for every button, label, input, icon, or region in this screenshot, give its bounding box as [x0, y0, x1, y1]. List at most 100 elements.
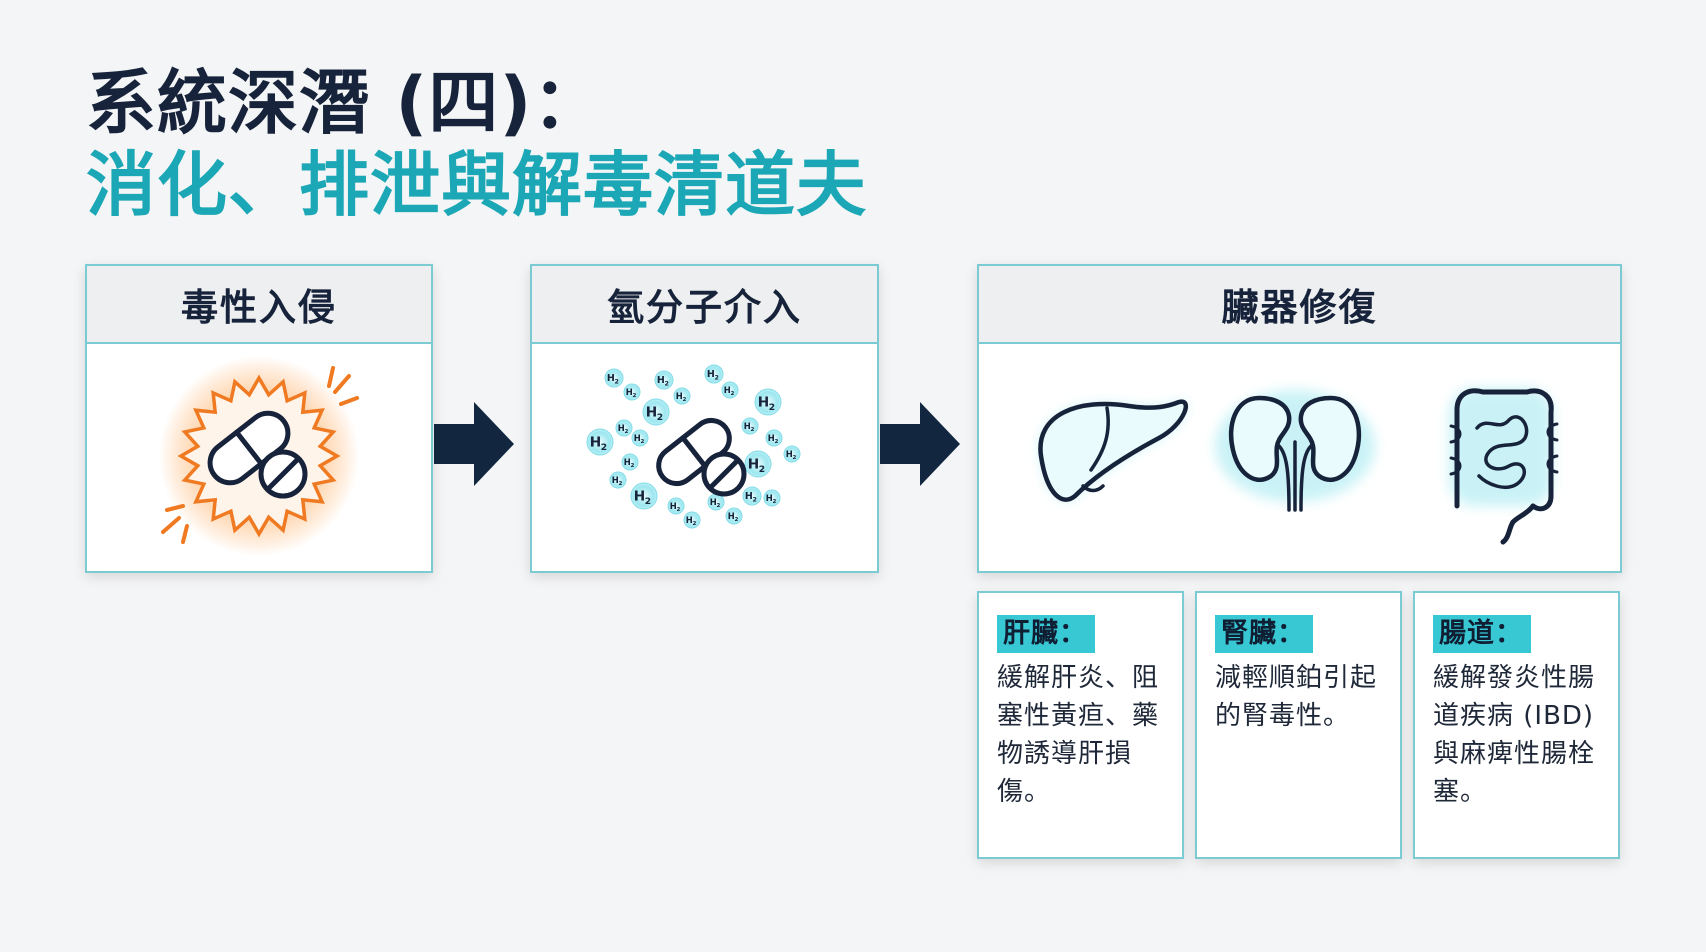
detail-text: 減輕順鉑引起的腎毒性。 — [1215, 663, 1378, 731]
h2-molecule-bubble — [621, 453, 639, 471]
h2-subscript: 2 — [730, 391, 734, 397]
h2-molecule-bubble — [725, 507, 743, 525]
detail-card-liver: 肝臟： 緩解肝炎、阻塞性黃疸、藥物誘導肝損傷。 — [977, 591, 1184, 859]
h2-label: H — [618, 423, 625, 433]
h2-subscript: 2 — [630, 463, 634, 469]
slide-title: 系統深潛 (四)： 消化、排泄與解毒清道夫 — [86, 62, 867, 226]
h2-molecule-bubble — [615, 419, 633, 437]
stage-label: 毒性入侵 — [87, 266, 431, 344]
h2-label: H — [724, 385, 731, 395]
h2-label: H — [748, 457, 759, 473]
h2-label: H — [634, 433, 641, 443]
h2-label: H — [786, 449, 793, 459]
h2-molecule-bubble — [765, 429, 783, 447]
h2-subscript: 2 — [624, 429, 628, 435]
stage-toxic-invasion: 毒性入侵 — [85, 264, 433, 573]
h2-label: H — [607, 373, 615, 384]
h2-label: H — [728, 511, 735, 521]
h2-molecule-bubble — [744, 450, 772, 478]
stage-illustration — [87, 346, 431, 571]
h2-subscript: 2 — [615, 378, 619, 385]
h2-label: H — [670, 501, 677, 511]
h2-subscript: 2 — [772, 499, 776, 505]
liver-icon — [1038, 399, 1189, 502]
detail-card-intestine: 腸道： 緩解發炎性腸道疾病 (IBD) 與麻痺性腸栓塞。 — [1413, 591, 1620, 859]
h2-label: H — [590, 435, 601, 451]
h2-subscript: 2 — [682, 397, 686, 403]
h2-label: H — [657, 375, 665, 386]
h2-label: H — [676, 391, 683, 401]
h2-molecule-bubble — [683, 511, 701, 529]
h2-label: H — [758, 395, 769, 411]
toxic-pill-burst-icon — [159, 356, 359, 556]
stage-label: 臟器修復 — [979, 266, 1620, 344]
h2-label: H — [707, 369, 715, 380]
stage-organ-repair: 臟器修復 — [977, 264, 1622, 573]
h2-molecule-bubble — [642, 398, 670, 426]
h2-molecule-bubble — [604, 368, 624, 388]
h2-molecule-bubble — [623, 383, 641, 401]
h2-label: H — [612, 475, 619, 485]
flow-arrow-1 — [434, 402, 514, 486]
h2-molecule-bubble — [586, 428, 614, 456]
h2-subscript: 2 — [769, 403, 775, 413]
h2-molecule-bubble — [763, 489, 781, 507]
h2-molecule-bubble — [741, 417, 759, 435]
detail-text: 緩解發炎性腸道疾病 (IBD) 與麻痺性腸栓塞。 — [1433, 663, 1596, 807]
h2-label: H — [626, 387, 633, 397]
h2-molecule-bubble — [609, 471, 627, 489]
h2-subscript: 2 — [601, 443, 607, 453]
h2-molecule-bubble — [654, 370, 674, 390]
h2-subscript: 2 — [774, 439, 778, 445]
h2-subscript: 2 — [759, 465, 765, 475]
h2-molecule-bubble — [783, 445, 801, 463]
h2-label: H — [766, 493, 773, 503]
h2-subscript: 2 — [632, 393, 636, 399]
h2-subscript: 2 — [640, 439, 644, 445]
h2-label: H — [624, 457, 631, 467]
h2-label: H — [768, 433, 775, 443]
h2-subscript: 2 — [715, 374, 719, 381]
h2-label: H — [634, 489, 645, 505]
h2-subscript: 2 — [692, 521, 696, 527]
h2-subscript: 2 — [665, 380, 669, 387]
h2-label: H — [686, 515, 693, 525]
h2-label: H — [745, 491, 753, 502]
h2-subscript: 2 — [657, 413, 663, 423]
stage-illustration — [979, 346, 1620, 571]
h2-molecule-bubble — [667, 497, 685, 515]
h2-label: H — [744, 421, 751, 431]
h2-molecule-bubble — [754, 388, 782, 416]
h2-subscript: 2 — [645, 497, 651, 507]
h2-subscript: 2 — [750, 427, 754, 433]
h2-subscript: 2 — [753, 496, 757, 503]
organ-icons — [1038, 388, 1559, 545]
h2-molecule-bubble — [673, 387, 691, 405]
title-line-1: 系統深潛 (四)： — [86, 62, 604, 144]
h2-molecule-bubble — [630, 482, 658, 510]
detail-tag: 肝臟： — [997, 615, 1095, 653]
h2-subscript: 2 — [716, 503, 720, 509]
h2-label: H — [710, 497, 717, 507]
detail-tag: 腸道： — [1433, 615, 1531, 653]
h2-subscript: 2 — [792, 455, 796, 461]
detail-text: 緩解肝炎、阻塞性黃疸、藥物誘導肝損傷。 — [997, 663, 1160, 807]
h2-molecule-bubble — [704, 364, 724, 384]
h2-molecule-bubble — [721, 381, 739, 399]
stage-label: 氫分子介入 — [532, 266, 877, 344]
flow-arrow-2 — [880, 402, 960, 486]
h2-molecule-bubble — [631, 429, 649, 447]
h2-molecule-bubble — [742, 486, 762, 506]
h2-label: H — [646, 405, 657, 421]
detail-tag: 腎臟： — [1215, 615, 1313, 653]
kidneys-icon — [1215, 390, 1375, 512]
h2-subscript: 2 — [676, 507, 680, 513]
detail-card-kidney: 腎臟： 減輕順鉑引起的腎毒性。 — [1195, 591, 1402, 859]
title-line-2: 消化、排泄與解毒清道夫 — [86, 144, 867, 226]
intestine-icon — [1449, 388, 1559, 545]
h2-subscript: 2 — [618, 481, 622, 487]
h2-subscript: 2 — [734, 517, 738, 523]
